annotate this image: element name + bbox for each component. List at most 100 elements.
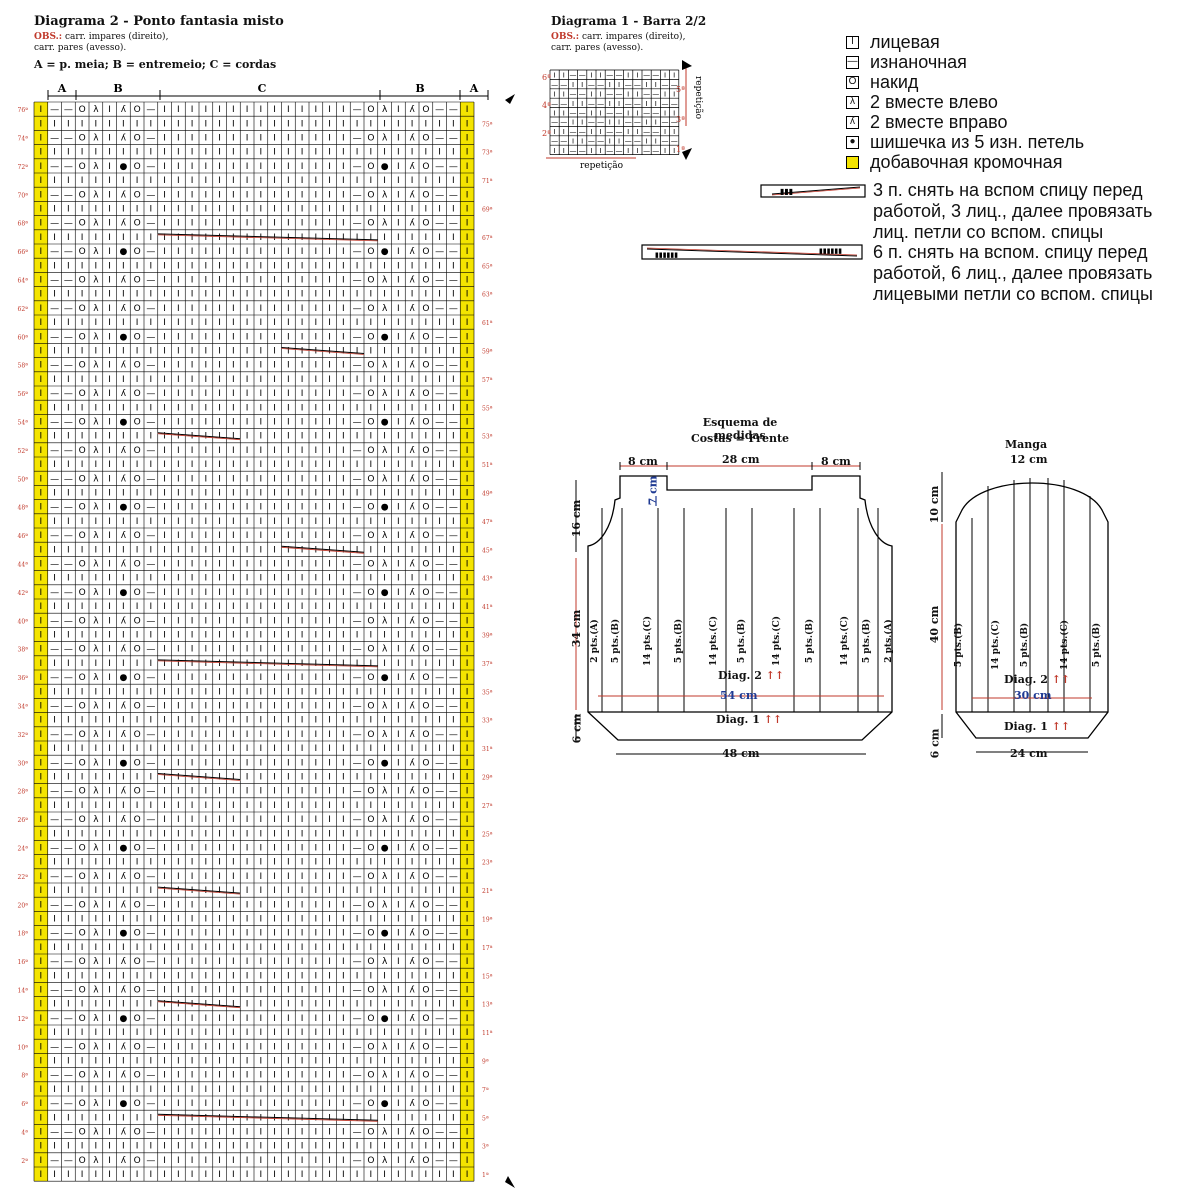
svg-text:I: I (108, 929, 111, 939)
svg-text:I: I (273, 190, 276, 200)
svg-text:I: I (301, 389, 304, 399)
svg-text:—: — (560, 119, 567, 127)
svg-text:I: I (205, 1099, 208, 1109)
svg-text:I: I (342, 190, 345, 200)
svg-text:I: I (67, 205, 70, 215)
svg-text:ʎ: ʎ (409, 474, 415, 484)
svg-text:I: I (81, 886, 84, 896)
svg-text:I: I (356, 1057, 359, 1067)
svg-text:I: I (655, 81, 657, 89)
svg-text:I: I (136, 773, 139, 783)
svg-text:O: O (422, 844, 429, 854)
svg-text:I: I (260, 545, 263, 555)
svg-text:I: I (273, 432, 276, 442)
svg-text:I: I (466, 134, 469, 144)
svg-text:I: I (315, 616, 318, 626)
svg-text:I: I (163, 886, 166, 896)
svg-text:I: I (273, 1028, 276, 1038)
svg-text:●: ● (119, 673, 127, 683)
svg-text:I: I (136, 290, 139, 300)
svg-text:I: I (67, 1142, 70, 1152)
svg-text:—: — (616, 91, 623, 99)
svg-text:I: I (205, 276, 208, 286)
svg-text:—: — (64, 162, 73, 172)
svg-text:I: I (205, 957, 208, 967)
svg-text:λ: λ (93, 304, 99, 314)
svg-text:I: I (205, 872, 208, 882)
svg-text:I: I (397, 574, 400, 584)
svg-text:I: I (232, 276, 235, 286)
sleeve-col-2: 14 pts.(C) (991, 620, 1001, 670)
svg-text:—: — (64, 730, 73, 740)
svg-text:I: I (177, 829, 180, 839)
svg-text:I: I (411, 858, 414, 868)
svg-text:I: I (315, 957, 318, 967)
svg-text:I: I (328, 134, 331, 144)
svg-text:ʎ: ʎ (121, 531, 127, 541)
svg-text:I: I (40, 872, 43, 882)
svg-text:I: I (81, 574, 84, 584)
svg-text:—: — (449, 815, 458, 825)
svg-text:O: O (79, 730, 86, 740)
svg-text:I: I (342, 1014, 345, 1024)
svg-text:I: I (246, 886, 249, 896)
svg-text:I: I (397, 517, 400, 527)
svg-text:69ª: 69ª (482, 207, 493, 214)
svg-text:I: I (246, 645, 249, 655)
svg-text:I: I (67, 176, 70, 186)
svg-text:I: I (163, 1156, 166, 1166)
svg-text:I: I (218, 517, 221, 527)
svg-text:I: I (301, 773, 304, 783)
svg-text:I: I (40, 957, 43, 967)
svg-text:O: O (367, 588, 374, 598)
svg-text:O: O (367, 134, 374, 144)
svg-text:I: I (150, 716, 153, 726)
svg-text:I: I (67, 687, 70, 697)
svg-text:—: — (449, 616, 458, 626)
svg-text:I: I (53, 773, 56, 783)
svg-text:I: I (150, 489, 153, 499)
svg-text:—: — (435, 1128, 444, 1138)
svg-text:I: I (246, 332, 249, 342)
svg-text:—: — (570, 72, 577, 80)
svg-text:—: — (435, 531, 444, 541)
svg-text:I: I (397, 134, 400, 144)
svg-text:I: I (356, 290, 359, 300)
svg-text:I: I (81, 858, 84, 868)
svg-text:I: I (328, 730, 331, 740)
svg-text:I: I (40, 261, 43, 271)
svg-text:—: — (353, 929, 362, 939)
svg-text:I: I (246, 943, 249, 953)
svg-text:I: I (370, 375, 373, 385)
svg-text:I: I (95, 886, 98, 896)
svg-text:I: I (315, 375, 318, 385)
svg-text:I: I (466, 517, 469, 527)
svg-text:I: I (40, 929, 43, 939)
svg-text:O: O (134, 361, 141, 371)
col-label-1: 2 pts.(A) (589, 619, 600, 663)
svg-text:I: I (397, 560, 400, 570)
svg-text:I: I (438, 176, 441, 186)
svg-text:—: — (64, 503, 73, 513)
svg-text:—: — (64, 872, 73, 882)
svg-text:I: I (273, 588, 276, 598)
svg-text:I: I (287, 531, 290, 541)
svg-text:I: I (232, 375, 235, 385)
svg-text:I: I (232, 489, 235, 499)
svg-text:—: — (64, 389, 73, 399)
svg-text:I: I (342, 1170, 345, 1180)
svg-text:I: I (163, 1128, 166, 1138)
svg-text:I: I (425, 602, 428, 612)
svg-text:I: I (81, 261, 84, 271)
svg-text:I: I (273, 318, 276, 328)
svg-text:ʎ: ʎ (409, 503, 415, 513)
svg-text:I: I (122, 489, 125, 499)
svg-text:O: O (367, 986, 374, 996)
svg-text:I: I (328, 162, 331, 172)
svg-text:I: I (342, 872, 345, 882)
svg-text:11ª: 11ª (482, 1030, 493, 1037)
svg-text:I: I (108, 418, 111, 428)
svg-text:25ª: 25ª (482, 831, 493, 838)
svg-text:O: O (79, 900, 86, 910)
svg-text:I: I (301, 347, 304, 357)
